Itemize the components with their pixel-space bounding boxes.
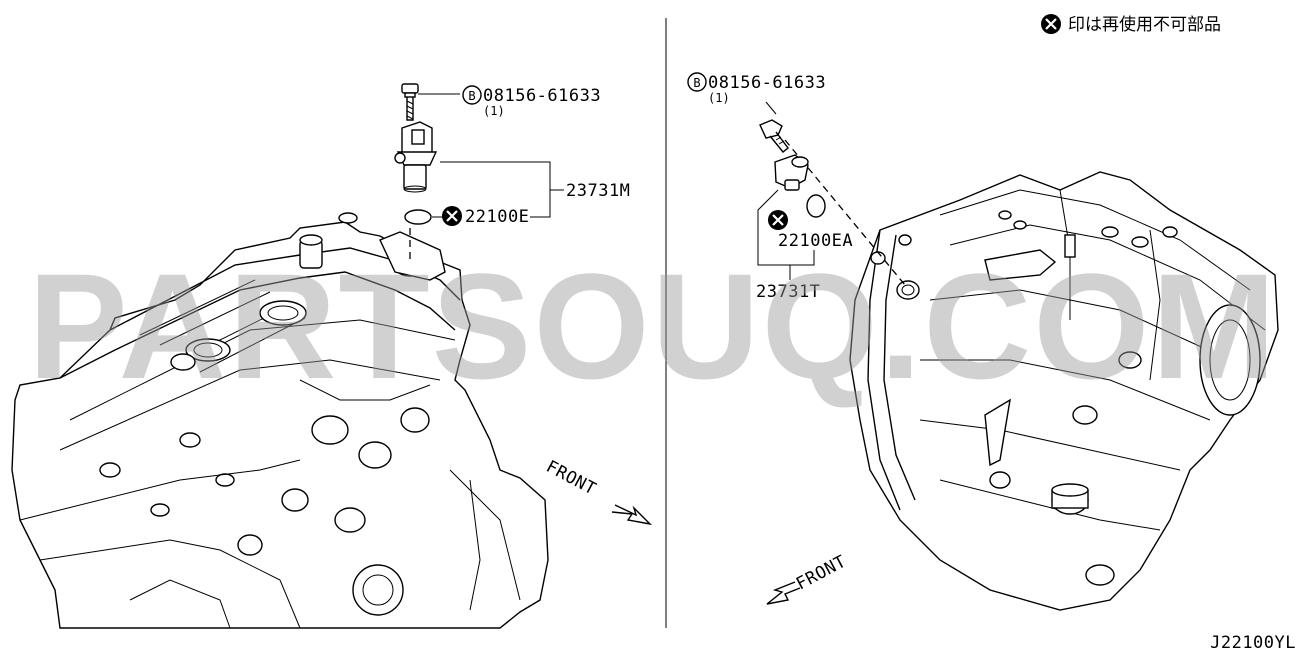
- sensor-part-no-right[interactable]: 23731T: [756, 282, 820, 302]
- bolt-badge-right: B: [693, 76, 700, 90]
- front-arrow-icon: [611, 504, 653, 526]
- sensor-part-no-left[interactable]: 23731M: [566, 181, 630, 201]
- diagram-code: J22100YL: [1210, 633, 1296, 653]
- bolt-08156-61633-right[interactable]: [759, 119, 789, 153]
- bolt-qty-right: (1): [708, 91, 730, 105]
- transmission-illustration: [849, 171, 1279, 611]
- front-label-right: FRONT: [793, 552, 850, 595]
- front-indicator-right: FRONT: [793, 552, 850, 595]
- sensor-bracket-right: [757, 189, 815, 266]
- seal-part-no-right[interactable]: 22100EA: [778, 231, 853, 251]
- right-assembly: [757, 101, 906, 286]
- front-indicator-left: FRONT: [543, 457, 600, 500]
- o-ring-22100EA[interactable]: [806, 194, 826, 218]
- bolt-leader-right: [765, 101, 777, 115]
- seal-part-no-left[interactable]: 22100E: [465, 207, 529, 227]
- bolt-part-no-left[interactable]: 08156-61633: [483, 86, 601, 106]
- bolt-qty-left: (1): [483, 104, 505, 118]
- non-reusable-icon: [442, 206, 462, 226]
- bolt-badge-icon-right: [687, 72, 707, 92]
- front-label-left: FRONT: [543, 457, 600, 500]
- bolt-part-no-right[interactable]: 08156-61633: [708, 73, 826, 93]
- install-line-right: [784, 139, 906, 286]
- speed-sensor-23731T[interactable]: [774, 154, 809, 191]
- bolt-badge-left: B: [468, 89, 475, 103]
- front-arrow-icon-right: [766, 581, 801, 605]
- non-reusable-icon-right: [768, 210, 788, 230]
- engine-illustration: [11, 212, 549, 629]
- header-note: 印は再使用不可部品: [1041, 14, 1221, 35]
- bolt-badge-icon: [462, 85, 482, 105]
- o-ring-22100E[interactable]: [404, 209, 432, 225]
- left-assembly: [394, 83, 564, 262]
- watermark-text: PARTSOUQ.COM: [28, 242, 1278, 410]
- camshaft-sensor-23731M[interactable]: [394, 121, 438, 193]
- x-circle-icon: [1041, 14, 1061, 34]
- non-reusable-note: 印は再使用不可部品: [1068, 14, 1221, 35]
- bolt-08156-61633-left[interactable]: [401, 83, 419, 121]
